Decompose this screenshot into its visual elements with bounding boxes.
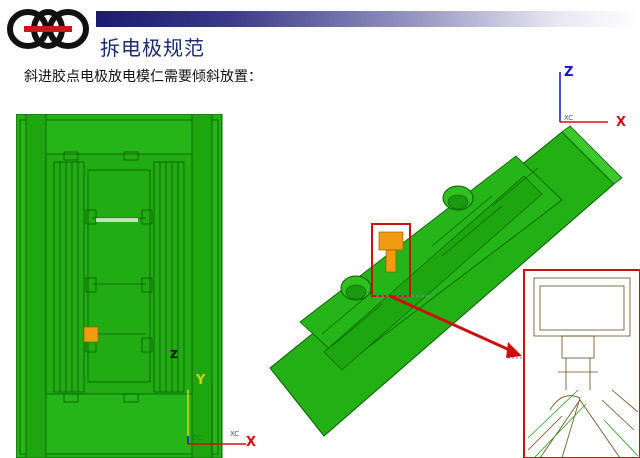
axis-x-label: X [246, 435, 256, 450]
detail-inset [523, 269, 640, 458]
electrode-block-left [83, 326, 99, 343]
axis-z-label: Z [564, 65, 573, 80]
electrode-block [378, 231, 404, 251]
axis-zc-label: ZC [192, 434, 202, 442]
axis-z-label: Z [170, 348, 178, 361]
axis-xc-label: XC [230, 430, 239, 438]
page-title: 拆电极规范 [100, 36, 205, 60]
page-subtitle: 斜进胶点电极放电模仁需要倾斜放置： [24, 69, 262, 85]
axis-xc-label: XC [564, 114, 573, 122]
axis-y-label: Y [195, 373, 206, 388]
header-gradient-bar [96, 11, 640, 27]
company-logo-icon [7, 9, 89, 49]
axis-x-label: X [616, 115, 626, 130]
mold-tilted-view: Z X XC [269, 65, 640, 458]
mold-top-view: Y X Z ZC XC [16, 114, 256, 458]
detail-arrow [389, 294, 515, 354]
